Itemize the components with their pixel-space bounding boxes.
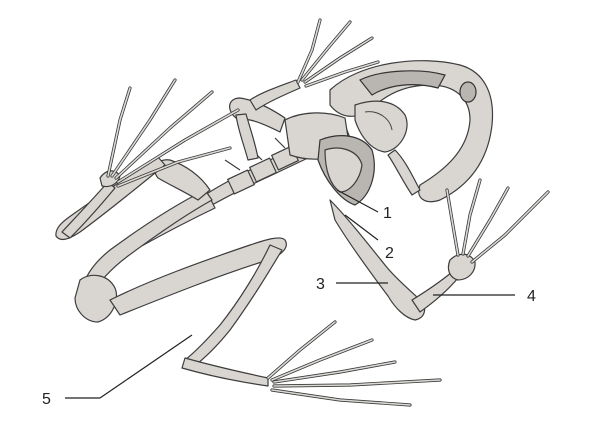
hindlimb-left — [56, 80, 238, 239]
label-1: 1 — [383, 205, 392, 222]
leader-line-5-diagonal — [100, 335, 192, 398]
label-5: 5 — [42, 391, 51, 408]
label-4: 4 — [527, 288, 536, 305]
hindlimb-right — [110, 238, 440, 405]
label-2: 2 — [385, 245, 394, 262]
label-3: 3 — [316, 276, 325, 293]
forelimb-right — [330, 180, 548, 320]
